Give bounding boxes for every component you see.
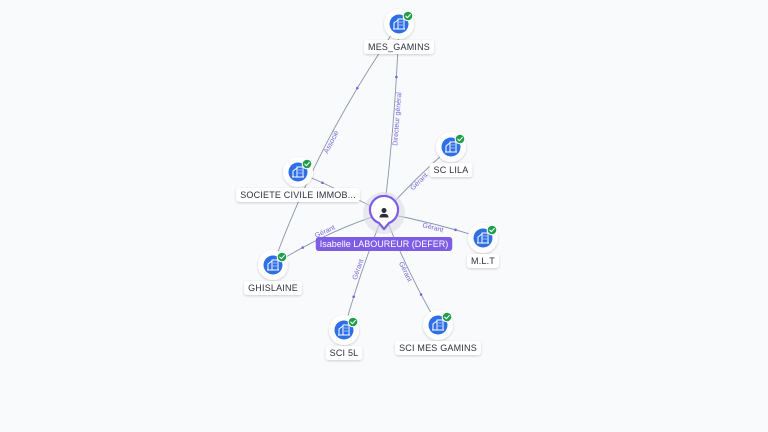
- company-name: SCI MES GAMINS: [399, 343, 477, 353]
- company-label[interactable]: SOCIETE CIVILE IMMOB...: [236, 188, 360, 202]
- company-name: SOCIETE CIVILE IMMOB...: [240, 190, 356, 200]
- company-name: M.L.T: [471, 256, 495, 266]
- edge-arrow: [419, 293, 423, 296]
- edge-arrow: [352, 295, 355, 299]
- company-node-sci-5l[interactable]: SCI 5L: [325, 315, 363, 360]
- company-label[interactable]: M.L.T: [466, 254, 500, 268]
- company-name: MES_GAMINS: [368, 42, 430, 52]
- edge-label: Gérant: [352, 258, 366, 281]
- company-label[interactable]: SC LILA: [429, 163, 473, 177]
- company-node-mes-gamins[interactable]: MES_GAMINS: [363, 9, 435, 54]
- person-label[interactable]: Isabelle LABOUREUR (DEFER): [315, 237, 453, 251]
- person-node[interactable]: Isabelle LABOUREUR (DEFER): [315, 192, 453, 251]
- edge-label: Directeur général: [392, 92, 403, 147]
- edge-label: Gérant: [409, 172, 429, 192]
- edge-arrow: [301, 246, 305, 249]
- company-label[interactable]: GHISLAINE: [244, 281, 302, 295]
- edge-arrow: [355, 86, 359, 90]
- company-label[interactable]: SCI 5L: [325, 346, 363, 360]
- company-name: SC LILA: [434, 165, 469, 175]
- verified-check-icon: [486, 224, 498, 236]
- company-name: SCI 5L: [330, 348, 359, 358]
- edge-label: Gérant: [422, 222, 445, 234]
- company-node-sc-lila[interactable]: SC LILA: [429, 132, 473, 177]
- building-icon: [292, 166, 304, 178]
- verified-check-icon: [454, 133, 466, 145]
- person-icon: [379, 208, 389, 218]
- edge-label: Associé: [323, 130, 341, 155]
- company-name: GHISLAINE: [248, 283, 298, 293]
- verified-check-icon: [301, 158, 313, 170]
- building-icon: [432, 319, 444, 331]
- verified-check-icon: [347, 316, 359, 328]
- person-name: Isabelle LABOUREUR (DEFER): [320, 239, 449, 249]
- company-label[interactable]: SCI MES GAMINS: [395, 341, 481, 355]
- edge-arrow: [395, 75, 398, 79]
- verified-check-icon: [441, 311, 453, 323]
- company-node-societe-civile[interactable]: SOCIETE CIVILE IMMOB...: [236, 157, 360, 202]
- company-label[interactable]: MES_GAMINS: [363, 40, 435, 54]
- verified-check-icon: [276, 251, 288, 263]
- verified-check-icon: [402, 10, 414, 22]
- company-node-sci-mes-gamins[interactable]: SCI MES GAMINS: [395, 310, 481, 355]
- edge-arrow: [454, 228, 457, 232]
- company-node-ghislaine[interactable]: GHISLAINE: [244, 250, 302, 295]
- edge-arrow: [321, 181, 324, 185]
- edge-label: Gérant: [397, 261, 413, 283]
- nodes-layer: MES_GAMINS SC LILA SOCIETE CIVILE IMMOB...…: [236, 9, 500, 360]
- company-node-mlt[interactable]: M.L.T: [466, 223, 500, 268]
